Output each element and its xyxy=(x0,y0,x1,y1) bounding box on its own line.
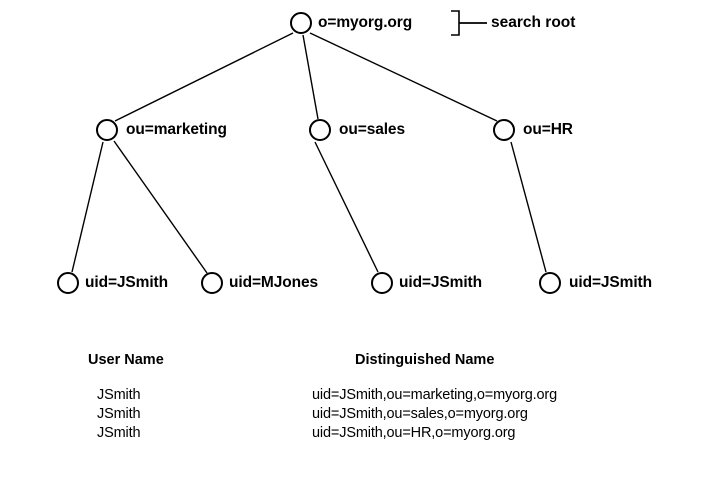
edge-sales-to-jsmith xyxy=(314,141,379,273)
node-uid-jsmith-marketing[interactable] xyxy=(57,272,79,294)
node-ou-hr[interactable] xyxy=(493,119,515,141)
search-root-bracket xyxy=(451,10,460,36)
edge-root-to-sales xyxy=(302,34,319,120)
table-cell-distinguished-name: uid=JSmith,ou=HR,o=myorg.org xyxy=(312,425,516,441)
table-cell-distinguished-name: uid=JSmith,ou=marketing,o=myorg.org xyxy=(312,387,558,403)
edge-marketing-to-jsmith xyxy=(71,141,104,273)
edge-root-to-hr xyxy=(309,32,498,122)
node-label-ou-marketing: ou=marketing xyxy=(126,121,227,138)
table-cell-user-name: JSmith xyxy=(97,406,141,422)
node-uid-jsmith-sales[interactable] xyxy=(371,272,393,294)
edge-hr-to-jsmith xyxy=(510,141,547,273)
node-label-uid-jsmith-marketing: uid=JSmith xyxy=(85,274,168,291)
table-cell-user-name: JSmith xyxy=(97,425,141,441)
node-root-o-myorg-org[interactable] xyxy=(290,12,312,34)
edge-marketing-to-mjones xyxy=(113,140,208,274)
table-header-distinguished-name: Distinguished Name xyxy=(355,352,495,368)
node-uid-jsmith-hr[interactable] xyxy=(539,272,561,294)
table-cell-distinguished-name: uid=JSmith,ou=sales,o=myorg.org xyxy=(312,406,528,422)
node-label-uid-mjones-marketing: uid=MJones xyxy=(229,274,319,291)
edge-root-to-marketing xyxy=(114,32,294,122)
node-label-ou-hr: ou=HR xyxy=(523,121,573,138)
node-label-uid-jsmith-sales: uid=JSmith xyxy=(399,274,482,291)
node-uid-mjones-marketing[interactable] xyxy=(201,272,223,294)
node-ou-sales[interactable] xyxy=(309,119,331,141)
node-label-uid-jsmith-hr: uid=JSmith xyxy=(569,274,652,291)
table-header-user-name: User Name xyxy=(88,352,164,368)
node-ou-marketing[interactable] xyxy=(96,119,118,141)
node-label-ou-sales: ou=sales xyxy=(339,121,405,138)
annotation-search-root: search root xyxy=(491,14,576,31)
table-cell-user-name: JSmith xyxy=(97,387,141,403)
node-label-root: o=myorg.org xyxy=(318,14,413,31)
